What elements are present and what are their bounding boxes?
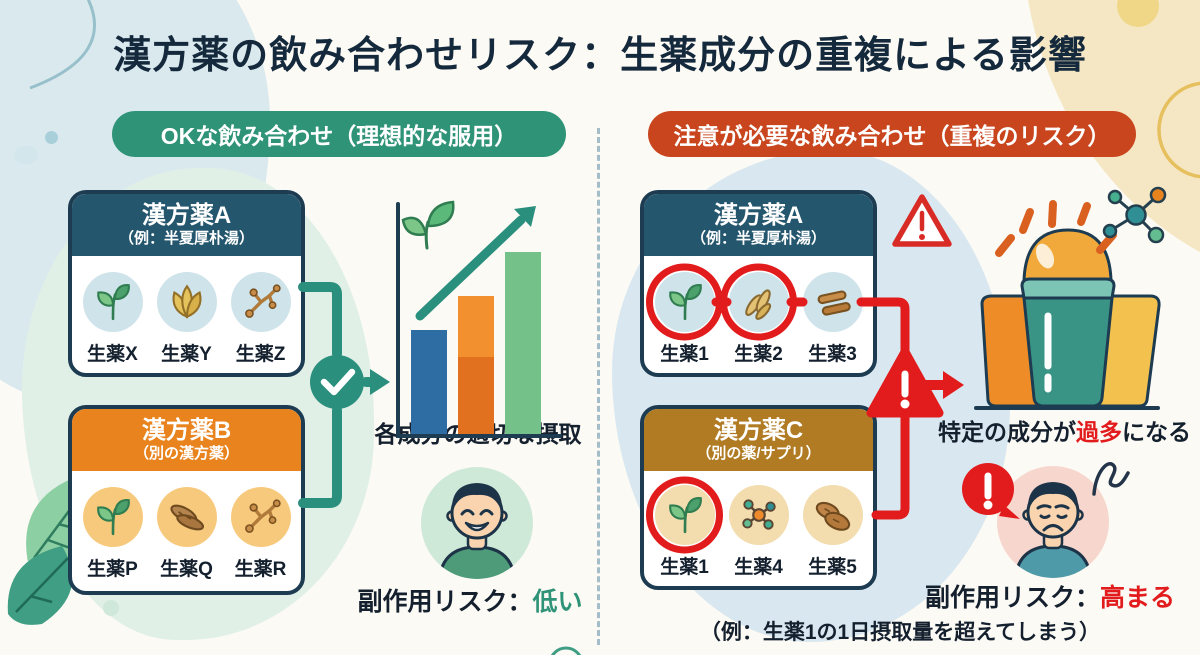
card-kampo-a-right: 漢方薬A （例：半夏厚朴湯） xyxy=(640,190,877,377)
ingredient-label: 生薬Q xyxy=(160,559,213,580)
trend-arrow xyxy=(415,215,526,321)
leaf-icon xyxy=(668,284,702,321)
risk-value: 高まる xyxy=(1100,584,1176,612)
ingredient-labels: 生薬1 生薬4 生薬5 xyxy=(644,552,873,579)
seed-icon xyxy=(815,501,850,531)
card-kampo-a-left: 漢方薬A （例：半夏厚朴湯） xyxy=(68,190,305,377)
molecule-icon xyxy=(741,499,776,530)
ingredient-labels: 生薬1 生薬2 生薬3 xyxy=(644,339,873,366)
card-kampo-b-left: 漢方薬B （別の漢方薬） xyxy=(68,405,305,595)
card-header: 漢方薬C （別の薬/サプリ） xyxy=(644,409,873,471)
trend-arrow-head xyxy=(514,206,536,227)
ingredient-row xyxy=(644,485,873,545)
example-note: （例：生薬1の1日摂取量を超えてしまう） xyxy=(699,621,1101,644)
sad-person-avatar xyxy=(997,466,1109,578)
risk-label: 副作用リスク： xyxy=(924,584,1100,612)
branch-root-icon xyxy=(244,499,281,533)
molecule-icon xyxy=(1102,186,1167,244)
decor-dot-green xyxy=(103,600,119,616)
decor-dot-teal xyxy=(45,131,58,144)
card-subtitle: （例：半夏厚朴湯） xyxy=(690,230,826,248)
ingredient-chip xyxy=(82,272,143,332)
branch-root-icon xyxy=(244,284,281,318)
card-title: 漢方薬B xyxy=(141,416,232,444)
ingredient-label: 生薬Y xyxy=(161,344,212,365)
sad-face-icon xyxy=(1013,482,1093,578)
ingredient-label: 生薬2 xyxy=(734,344,783,365)
ingredient-labels: 生薬X 生薬Y 生薬Z xyxy=(72,339,301,366)
yellow-herb-icon xyxy=(172,284,201,319)
chart-bar-green xyxy=(505,252,541,436)
leaf-icon xyxy=(96,284,130,321)
ingredient-chip xyxy=(728,485,789,545)
sprout-icon xyxy=(401,200,455,250)
card-header: 漢方薬A （例：半夏厚朴湯） xyxy=(644,194,873,256)
ingredient-chip xyxy=(728,272,789,332)
ingredient-label: 生薬1 xyxy=(660,344,709,365)
card-header: 漢方薬B （別の漢方薬） xyxy=(72,409,301,471)
risk-row-left: 副作用リスク：低い xyxy=(320,582,620,618)
overflow-caption: 特定の成分が過多になる xyxy=(938,413,1191,447)
ingredient-label: 生薬5 xyxy=(808,557,857,578)
risk-row-right: 副作用リスク：高まる xyxy=(900,578,1200,614)
decor-dot-blue xyxy=(14,146,38,164)
ingredient-chip xyxy=(82,487,143,547)
root-icon xyxy=(169,504,204,531)
ingredient-label: 生薬X xyxy=(87,344,138,365)
caption-text: 特定の成分が xyxy=(938,419,1076,445)
rhizome-icon xyxy=(744,289,771,320)
warning-section-badge: 注意が必要な飲み合わせ（重複のリスク） xyxy=(648,111,1136,157)
ingredient-row xyxy=(72,487,301,547)
card-subtitle: （別の薬/サプリ） xyxy=(696,445,821,463)
card-header: 漢方薬A （例：半夏厚朴湯） xyxy=(72,194,301,256)
chart-axes xyxy=(396,202,562,438)
ingredient-chip xyxy=(156,487,217,547)
card-title: 漢方薬A xyxy=(141,201,232,229)
happy-face-icon xyxy=(437,483,517,579)
ingredient-label: 生薬1 xyxy=(660,557,709,578)
decor-teal-ring xyxy=(550,646,582,655)
ingredient-label: 生薬4 xyxy=(734,557,783,578)
ingredient-label: 生薬Z xyxy=(235,344,286,365)
ingredient-label: 生薬3 xyxy=(808,344,857,365)
caption-text: になる xyxy=(1122,419,1191,445)
ingredient-chip xyxy=(654,485,715,545)
growth-chart-icon xyxy=(396,200,562,438)
ingredient-row xyxy=(72,272,301,332)
card-subtitle: （別の漢方薬） xyxy=(133,445,239,463)
ingredient-chip xyxy=(230,487,291,547)
happy-person-avatar xyxy=(421,467,533,579)
decor-yellow-dot xyxy=(1117,0,1159,27)
risk-value: 低い xyxy=(532,588,583,616)
ok-section-badge: OKな飲み合わせ（理想的な服用） xyxy=(112,111,566,157)
leaf-icon xyxy=(668,497,702,534)
section-divider xyxy=(597,128,600,645)
ingredient-label: 生薬P xyxy=(87,559,138,580)
ingredient-chip xyxy=(156,272,217,332)
ingredient-row xyxy=(644,272,873,332)
ingredient-labels: 生薬P 生薬Q 生薬R xyxy=(72,554,301,581)
ingredient-chip xyxy=(802,485,863,545)
card-kampo-c-right: 漢方薬C （別の薬/サプリ） xyxy=(640,405,877,590)
leaf-icon xyxy=(96,499,130,536)
ingredient-chip xyxy=(230,272,291,332)
card-subtitle: （例：半夏厚朴湯） xyxy=(118,230,254,248)
ingredient-chip xyxy=(654,272,715,332)
page-title: 漢方薬の飲み合わせリスク：生薬成分の重複による影響 xyxy=(113,35,1087,77)
ingredient-label: 生薬R xyxy=(234,559,287,580)
overflow-burst-dashes xyxy=(995,200,1117,257)
chart-caption: 各成分の適切な摂取 xyxy=(374,421,582,447)
caption-highlight: 過多 xyxy=(1076,419,1122,445)
decor-yellow-ring xyxy=(1157,81,1200,179)
ingredient-chip xyxy=(802,272,863,332)
stick-herb-icon xyxy=(817,290,851,316)
card-title: 漢方薬A xyxy=(713,201,804,229)
risk-label: 副作用リスク： xyxy=(357,588,533,616)
card-title: 漢方薬C xyxy=(713,416,804,444)
